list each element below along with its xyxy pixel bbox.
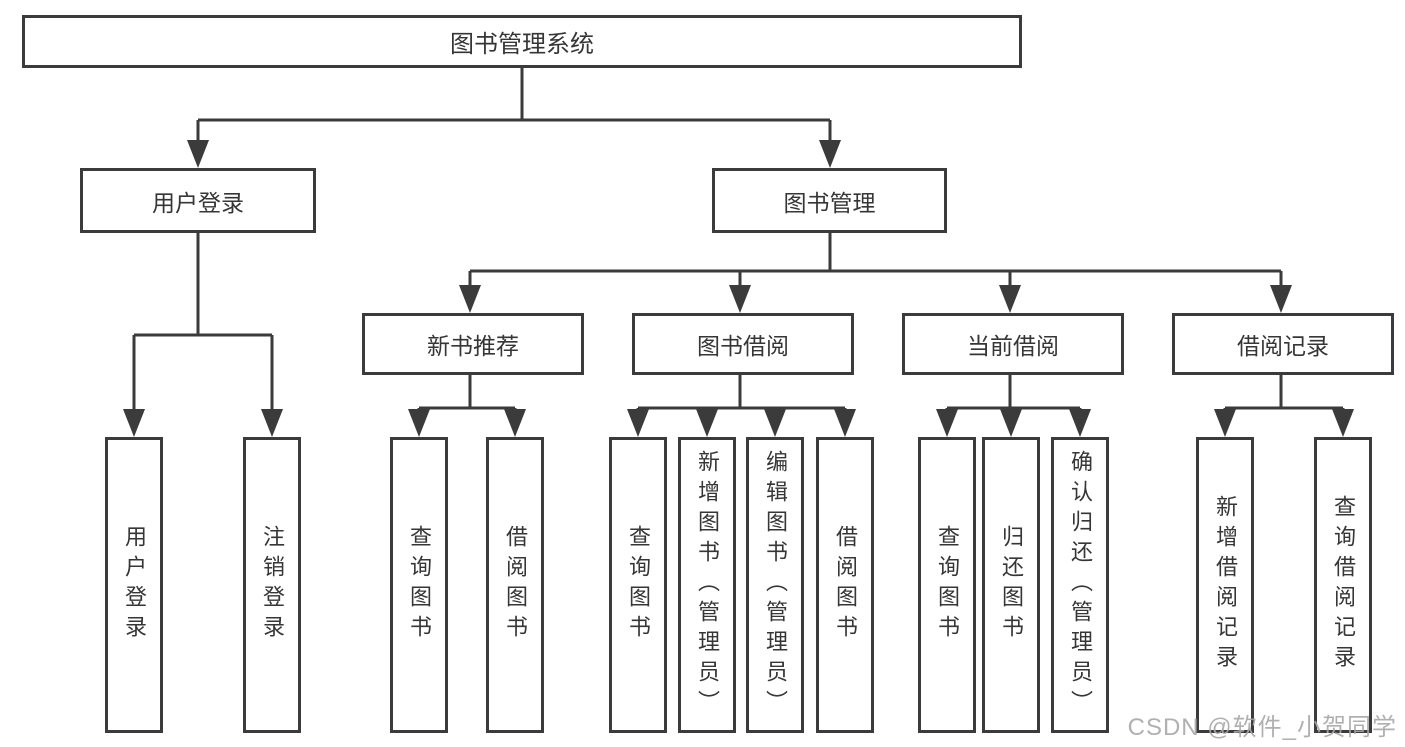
node-new-book-recommendation: 新书推荐	[362, 313, 584, 375]
node-add-books-admin: 新增图书（管理员）	[678, 437, 736, 733]
node-confirm-return-admin: 确认归还（管理员）	[1051, 437, 1109, 733]
node-query-books-borrow: 查询图书	[609, 437, 667, 733]
node-book-management: 图书管理	[712, 168, 947, 233]
node-query-borrow-record: 查询借阅记录	[1314, 437, 1372, 733]
node-borrowing-records: 借阅记录	[1172, 313, 1394, 375]
csdn-watermark: CSDN @软件_小贺同学	[1127, 714, 1397, 741]
node-borrow-books-leaf: 借阅图书	[816, 437, 874, 733]
node-current-borrowing: 当前借阅	[902, 313, 1124, 375]
node-library-management-system: 图书管理系统	[22, 15, 1022, 68]
node-query-books-current: 查询图书	[918, 437, 976, 733]
node-edit-books-admin: 编辑图书（管理员）	[746, 437, 804, 733]
node-logout: 注销登录	[243, 437, 301, 733]
node-borrow-books-recommend: 借阅图书	[486, 437, 544, 733]
node-query-books-recommend: 查询图书	[390, 437, 448, 733]
node-user-login-leaf: 用户登录	[105, 437, 163, 733]
node-book-borrowing: 图书借阅	[632, 313, 854, 375]
node-return-books: 归还图书	[982, 437, 1040, 733]
node-user-login: 用户登录	[80, 168, 316, 233]
node-add-borrow-record: 新增借阅记录	[1196, 437, 1254, 733]
